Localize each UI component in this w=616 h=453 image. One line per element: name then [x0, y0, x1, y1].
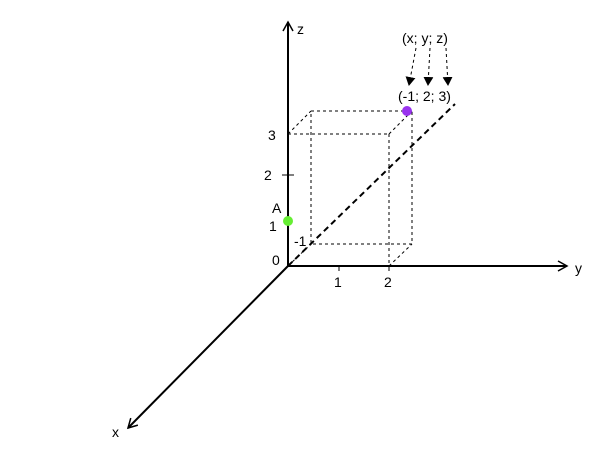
point-b-label: (-1; 2; 3) [398, 88, 451, 104]
x-axis-label: x [112, 424, 119, 440]
z-tick-label-2: 2 [264, 167, 272, 183]
x-axis [126, 265, 289, 430]
y-axis-label: y [575, 260, 582, 276]
z-tick-label-3: 3 [268, 127, 276, 143]
generic-coords-label: (x; y; z) [402, 30, 448, 46]
point-b-dot [402, 106, 412, 116]
z-tick-label-1: 1 [269, 218, 277, 234]
origin-label: 0 [272, 252, 280, 268]
dashed-diagonal [287, 103, 456, 267]
z-axis-label: z [297, 21, 304, 37]
coordinate-arrows [405, 47, 453, 86]
y-tick-label-2: 2 [384, 274, 392, 290]
point-a-dot [283, 216, 293, 226]
point-a-label: A [272, 200, 282, 216]
x-tick-label-neg1: -1 [294, 233, 307, 249]
y-tick-label-1: 1 [334, 274, 342, 290]
dashed-box [287, 110, 413, 267]
